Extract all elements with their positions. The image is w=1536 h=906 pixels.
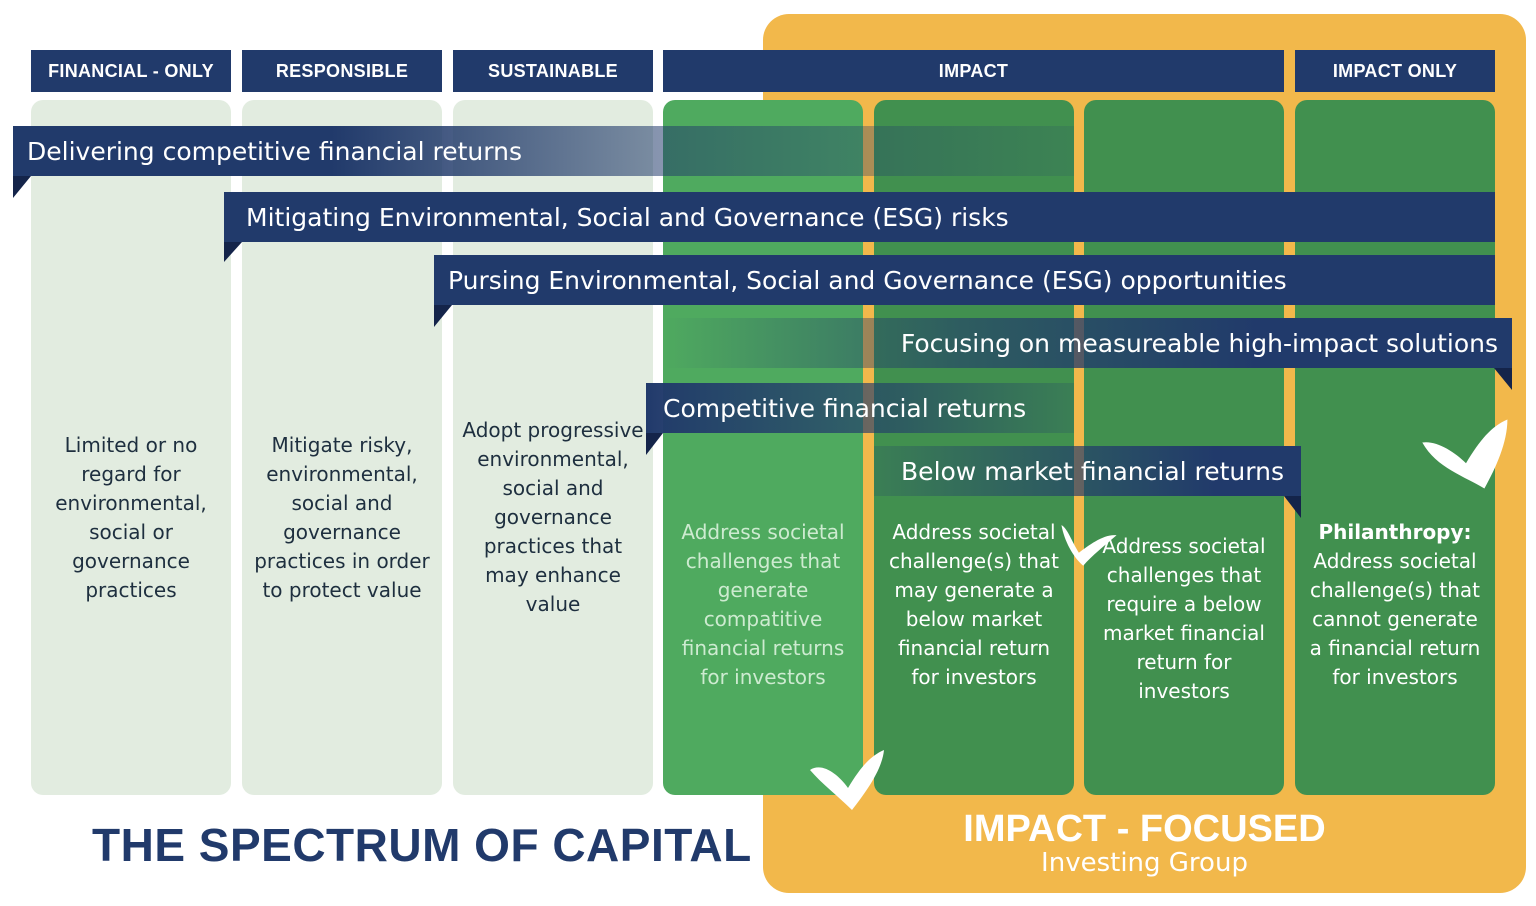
banner-text: Mitigating Environmental, Social and Gov… [246, 202, 1009, 232]
banner-text: Below market financial returns [901, 456, 1284, 486]
banner-competitive-returns: Delivering competitive financial returns [13, 126, 1074, 176]
banner-fold [646, 433, 663, 455]
column-text: Address societal challenges that generat… [681, 520, 845, 689]
banner-high-impact: Focusing on measureable high-impact solu… [663, 318, 1512, 368]
header-financial-only: FINANCIAL - ONLY [31, 50, 231, 92]
header-impact-only: IMPACT ONLY [1295, 50, 1495, 92]
banner-fold [224, 242, 242, 262]
column-financial-only: Limited or no regard for environmental, … [31, 100, 231, 795]
header-responsible: RESPONSIBLE [242, 50, 442, 92]
column-text: Address societal challenges that require… [1102, 534, 1266, 703]
banner-text: Focusing on measureable high-impact solu… [900, 328, 1498, 358]
checkmark-icon [1061, 525, 1117, 566]
header-impact: IMPACT [663, 50, 1284, 92]
banner-text: Pursing Environmental, Social and Govern… [448, 265, 1287, 295]
banner-fold [13, 176, 31, 198]
column-text: Mitigate risky, environmental, social an… [254, 432, 430, 602]
column-text: Adopt progressive environmental, social … [462, 418, 644, 616]
banner-text: Delivering competitive financial returns [27, 136, 522, 166]
checkmark-icon [1422, 419, 1508, 489]
banner-fold [1494, 368, 1512, 390]
banner-fold [1284, 496, 1301, 518]
column-text: Limited or no regard for environmental, … [55, 432, 207, 602]
banner-text: Competitive financial returns [663, 393, 1027, 423]
banner-esg-opportunities: Pursing Environmental, Social and Govern… [434, 255, 1495, 305]
header-sustainable: SUSTAINABLE [453, 50, 653, 92]
philanthropy-label: Philanthropy: [1318, 520, 1472, 544]
banner-esg-risks: Mitigating Environmental, Social and Gov… [224, 192, 1495, 242]
column-text: Address societal challenge(s) that may g… [888, 520, 1060, 689]
banner-competitive-financial: Competitive financial returns [646, 383, 1074, 433]
column-text: Address societal challenge(s) that canno… [1309, 549, 1481, 689]
impact-focused-title: IMPACT - FOCUSED [963, 808, 1326, 850]
page-title: THE SPECTRUM OF CAPITAL [92, 819, 752, 871]
banner-fold [434, 305, 452, 327]
impact-focused-subtitle: Investing Group [1041, 848, 1248, 878]
banner-below-market: Below market financial returns [874, 446, 1301, 496]
checkmark-icon [810, 750, 884, 810]
